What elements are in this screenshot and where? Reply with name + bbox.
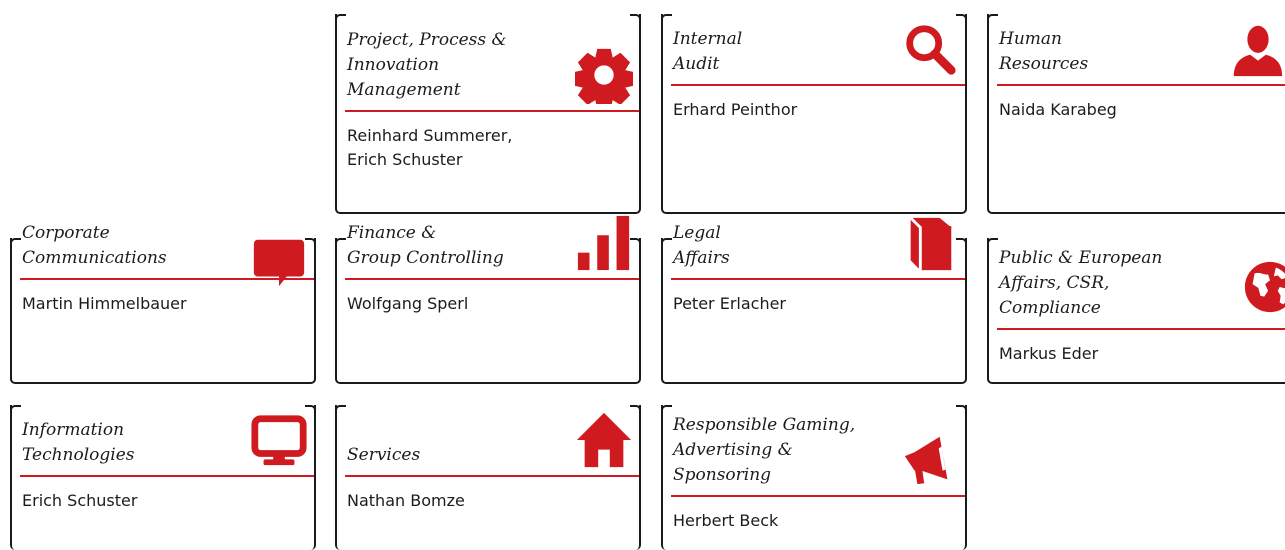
card-header: Legal Affairs: [671, 216, 965, 280]
card-person: Erich Schuster: [22, 491, 138, 510]
card-person: Reinhard Summerer, Erich Schuster: [347, 126, 513, 169]
card-title: Corporate Communications: [22, 223, 167, 268]
card-person: Nathan Bomze: [347, 491, 465, 510]
person-icon: [1229, 20, 1285, 78]
card-title: Responsible Gaming, Advertising & Sponso…: [673, 415, 856, 485]
monitor-icon: [250, 411, 308, 469]
card-title: Project, Process & Innovation Management: [347, 30, 507, 100]
card-person: Naida Karabeg: [999, 100, 1117, 119]
card-responsible-gaming: Responsible Gaming, Advertising & Sponso…: [661, 405, 967, 550]
card-title: Human Resources: [999, 29, 1089, 74]
card-title: Legal Affairs: [673, 223, 730, 268]
card-public-european-affairs: Public & European Affairs, CSR, Complian…: [987, 238, 1285, 384]
card-project-process-innovation: Project, Process & Innovation Management…: [335, 14, 641, 214]
card-person: Martin Himmelbauer: [22, 294, 187, 313]
card-header: Project, Process & Innovation Management: [345, 14, 639, 112]
card-title: Information Technologies: [22, 420, 135, 465]
bar-chart-icon: [575, 214, 633, 272]
card-header: Services: [345, 405, 639, 477]
book-icon: [901, 214, 959, 272]
card-finance-group-controlling: Finance & Group Controlling Wolfgang Spe…: [335, 215, 641, 384]
card-person: Erhard Peinthor: [673, 100, 798, 119]
card-person: Peter Erlacher: [673, 294, 786, 313]
card-title: Finance & Group Controlling: [347, 223, 504, 268]
card-title: Public & European Affairs, CSR, Complian…: [999, 248, 1163, 318]
card-human-resources: Human Resources Naida Karabeg: [987, 14, 1285, 214]
house-icon: [575, 411, 633, 469]
card-person: Markus Eder: [999, 344, 1099, 363]
gear-icon: [575, 46, 633, 104]
card-header: Public & European Affairs, CSR, Complian…: [997, 238, 1285, 330]
speech-bubble-icon: [250, 232, 308, 290]
card-legal-affairs: Legal Affairs Peter Erlacher: [661, 216, 967, 384]
card-services: Services Nathan Bomze: [335, 405, 641, 550]
magnifier-icon: [901, 20, 959, 78]
card-information-technologies: Information Technologies Erich Schuster: [10, 405, 316, 550]
card-header: Responsible Gaming, Advertising & Sponso…: [671, 405, 965, 497]
card-title: Internal Audit: [673, 29, 743, 74]
card-header: Finance & Group Controlling: [345, 215, 639, 280]
card-internal-audit: Internal Audit Erhard Peinthor: [661, 14, 967, 214]
card-header: Human Resources: [997, 14, 1285, 86]
megaphone-icon: [901, 431, 959, 489]
card-title: Services: [347, 445, 421, 465]
card-header: Information Technologies: [20, 405, 314, 477]
card-person: Wolfgang Sperl: [347, 294, 469, 313]
globe-icon: [1241, 258, 1285, 316]
card-header: Internal Audit: [671, 14, 965, 86]
card-header: Corporate Communications: [20, 223, 314, 287]
card-corporate-communications: Corporate Communications Martin Himmelba…: [10, 223, 316, 384]
card-person: Herbert Beck: [673, 511, 779, 530]
